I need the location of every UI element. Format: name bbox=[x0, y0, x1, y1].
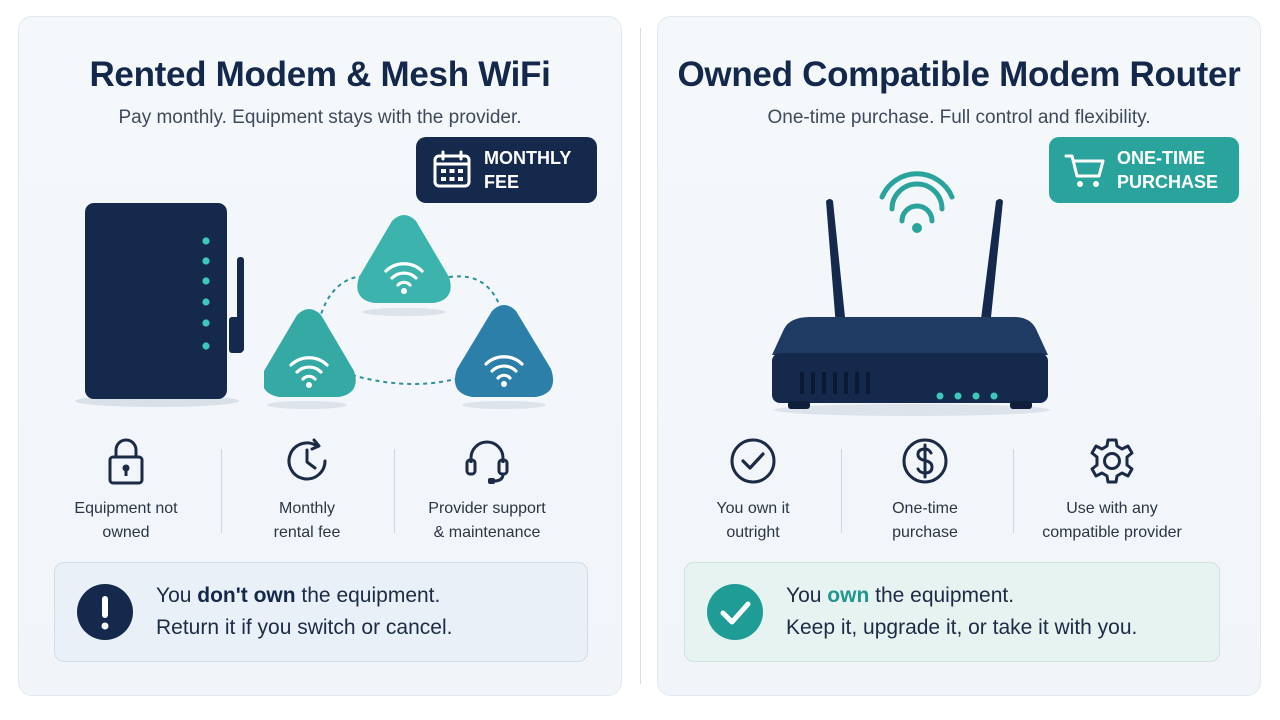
badge-line-1: ONE-TIME bbox=[1117, 148, 1205, 168]
mesh-node-left bbox=[264, 309, 356, 397]
clock-icon bbox=[287, 438, 327, 481]
wifi-icon bbox=[484, 355, 524, 380]
panel-divider bbox=[640, 28, 641, 684]
wifi-icon bbox=[879, 171, 955, 224]
owned-title: Owned Compatible Modem Router bbox=[677, 55, 1241, 94]
mesh-node-right bbox=[454, 305, 554, 397]
one-time-purchase-badge: ONE-TIME PURCHASE bbox=[1049, 137, 1239, 203]
mesh-wifi-illustration bbox=[264, 215, 554, 409]
checkmark-icon bbox=[707, 584, 763, 640]
dollar-icon bbox=[902, 438, 948, 484]
badge-line-2: PURCHASE bbox=[1117, 172, 1219, 192]
feature-divider bbox=[841, 449, 842, 533]
feature-label: One-time purchase bbox=[892, 500, 958, 541]
feature-any-provider: Use with any compatible provider bbox=[1024, 435, 1200, 545]
callout-line-1: You own the equipment. bbox=[786, 584, 1015, 607]
callout-line-2: Keep it, upgrade it, or take it with you… bbox=[786, 616, 1138, 639]
feature-monthly-rental-fee: Monthly rental fee bbox=[237, 435, 377, 545]
callout-line-1: You don't own the equipment. bbox=[156, 584, 441, 607]
feature-divider bbox=[221, 449, 222, 533]
owned-router-illustration bbox=[772, 171, 1050, 416]
monthly-fee-badge: MONTHLY FEE bbox=[416, 137, 597, 203]
headset-icon bbox=[465, 440, 509, 484]
owned-callout: You own the equipment. Keep it, upgrade … bbox=[684, 562, 1220, 662]
gear-icon bbox=[1090, 438, 1134, 484]
callout-emphasis: don't own bbox=[197, 584, 296, 607]
feature-label: Equipment not owned bbox=[74, 500, 178, 541]
badge-line-1: MONTHLY bbox=[484, 148, 572, 168]
exclamation-icon bbox=[77, 584, 133, 640]
check-circle-icon bbox=[730, 438, 776, 484]
rented-panel: Rented Modem & Mesh WiFi Pay monthly. Eq… bbox=[18, 16, 622, 696]
rented-callout: You don't own the equipment. Return it i… bbox=[54, 562, 588, 662]
feature-label: Monthly rental fee bbox=[273, 500, 341, 541]
mesh-node-top bbox=[357, 215, 451, 303]
lock-icon bbox=[108, 438, 144, 485]
feature-one-time-purchase: One-time purchase bbox=[854, 435, 996, 545]
feature-provider-support: Provider support & maintenance bbox=[408, 435, 566, 545]
rented-title: Rented Modem & Mesh WiFi bbox=[89, 55, 551, 94]
callout-emphasis: own bbox=[827, 584, 870, 607]
rented-subtitle: Pay monthly. Equipment stays with the pr… bbox=[118, 107, 522, 128]
badge-line-2: FEE bbox=[484, 172, 520, 192]
feature-equipment-not-owned: Equipment not owned bbox=[55, 435, 197, 545]
feature-divider bbox=[394, 449, 395, 533]
feature-label: Provider support & maintenance bbox=[428, 500, 546, 541]
feature-label: Use with any compatible provider bbox=[1042, 500, 1182, 541]
wifi-icon bbox=[384, 262, 424, 287]
calendar-icon bbox=[433, 150, 471, 188]
owned-subtitle: One-time purchase. Full control and flex… bbox=[767, 107, 1151, 128]
feature-label: You own it outright bbox=[716, 500, 790, 541]
feature-own-outright: You own it outright bbox=[682, 435, 824, 545]
wifi-icon bbox=[289, 356, 329, 381]
feature-divider bbox=[1013, 449, 1014, 533]
cart-icon bbox=[1064, 154, 1105, 187]
callout-line-2: Return it if you switch or cancel. bbox=[156, 616, 453, 639]
rented-modem-illustration bbox=[75, 203, 244, 407]
owned-panel: Owned Compatible Modem Router One-time p… bbox=[657, 16, 1261, 696]
